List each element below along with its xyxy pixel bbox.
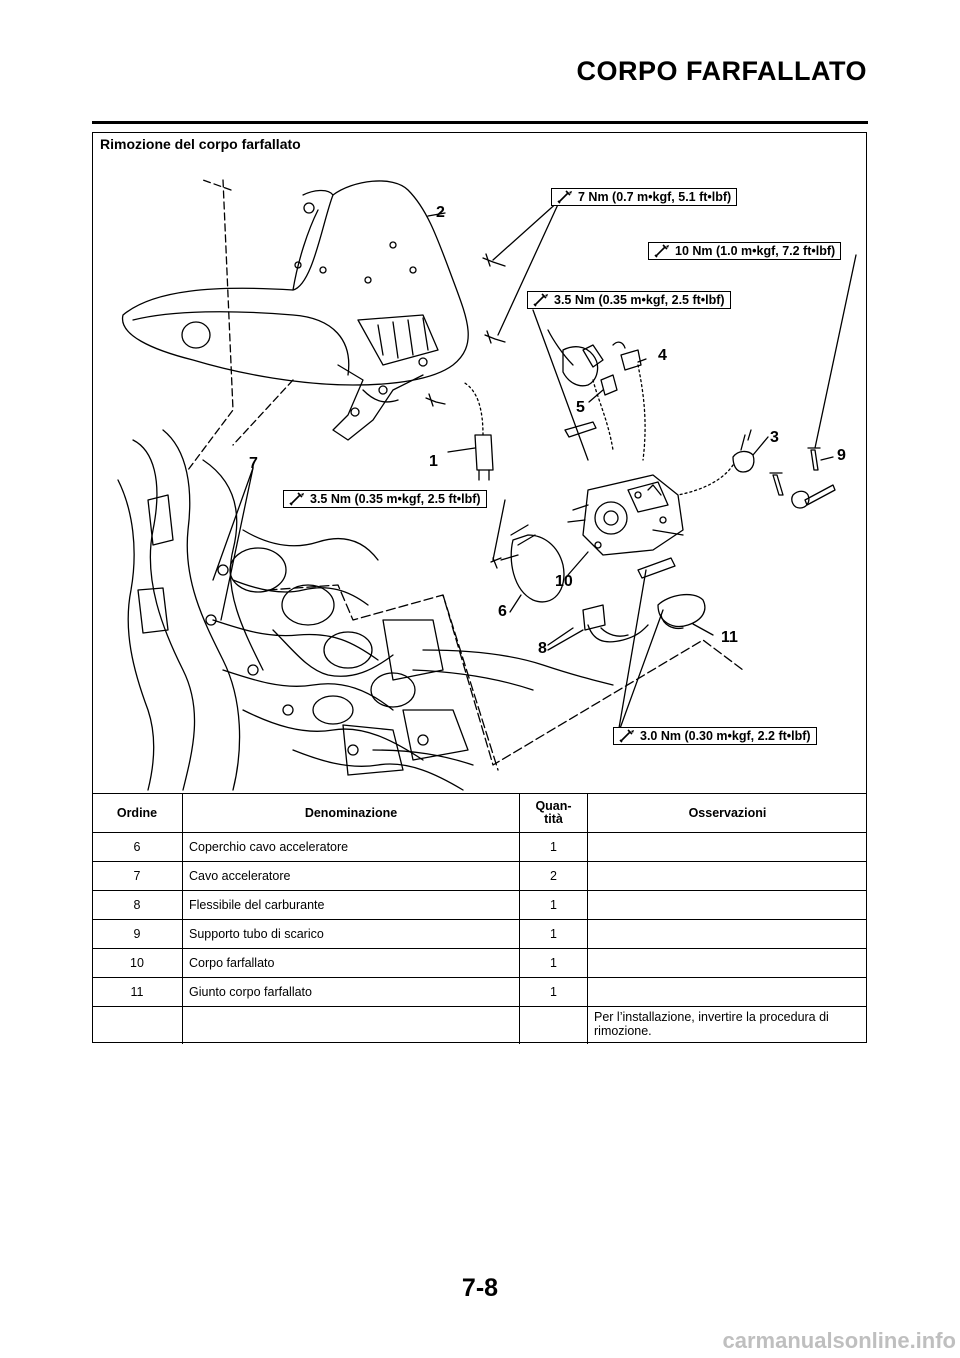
table-row: 9 Supporto tubo di scarico 1 (92, 919, 867, 949)
row-name: Corpo farfallato (182, 948, 520, 978)
torque-wrench-icon (533, 293, 548, 307)
row-qty: 1 (519, 832, 588, 862)
callout-7: 7 (249, 455, 258, 472)
row-name: Supporto tubo di scarico (182, 919, 520, 949)
page-number: 7-8 (461, 1274, 499, 1302)
page-title: CORPO FARFALLATO (576, 56, 867, 86)
torque-value: 3.0 Nm (0.30 m•kgf, 2.2 ft•lbf) (640, 729, 811, 743)
torque-label-3-5nm-upper: 3.5 Nm (0.35 m•kgf, 2.5 ft•lbf) (527, 291, 731, 309)
row-notes: Per l’installazione, invertire la proced… (588, 1007, 868, 1045)
row-notes (587, 919, 867, 949)
row-order: 8 (92, 890, 183, 920)
row-order: 11 (92, 977, 183, 1007)
callout-group: 1 2 3 4 5 6 7 8 9 10 11 (249, 204, 846, 657)
row-order (92, 1006, 183, 1044)
torque-wrench-icon (619, 729, 634, 743)
header-notes: Osservazioni (587, 793, 867, 833)
torque-wrench-icon (654, 244, 669, 258)
table-row: 10 Corpo farfallato 1 (92, 948, 867, 978)
table-header-row: Ordine Denominazione Quan-tità Osservazi… (92, 793, 867, 833)
torque-label-3-0nm: 3.0 Nm (0.30 m•kgf, 2.2 ft•lbf) (613, 727, 817, 745)
torque-label-10nm: 10 Nm (1.0 m•kgf, 7.2 ft•lbf) (648, 242, 842, 260)
installation-note: Per l’installazione, invertire la proced… (594, 1010, 829, 1038)
row-notes (587, 861, 867, 891)
table-row: 6 Coperchio cavo acceleratore 1 (92, 832, 867, 862)
row-notes (587, 890, 867, 920)
torque-wrench-icon (289, 492, 304, 506)
table-row: 7 Cavo acceleratore 2 (92, 861, 867, 891)
callout-8: 8 (538, 640, 547, 657)
header-name: Denominazione (182, 793, 520, 833)
header-qty: Quan-tità (519, 793, 588, 833)
row-name: Coperchio cavo acceleratore (182, 832, 520, 862)
parts-table: Ordine Denominazione Quan-tità Osservazi… (92, 793, 867, 1044)
row-order: 9 (92, 919, 183, 949)
table-row: Per l’installazione, invertire la proced… (92, 1006, 868, 1045)
row-order: 7 (92, 861, 183, 891)
torque-value: 7 Nm (0.7 m•kgf, 5.1 ft•lbf) (578, 190, 732, 204)
callout-3: 3 (770, 429, 779, 446)
header-order: Ordine (92, 793, 183, 833)
header-qty-line1: Quan- (535, 799, 572, 813)
section-title: Rimozione del corpo farfallato (100, 136, 301, 152)
callout-1: 1 (429, 453, 438, 470)
row-notes (587, 948, 867, 978)
watermark: carmanualsonline.info (722, 1328, 957, 1353)
torque-wrench-icon (557, 190, 572, 204)
callout-6: 6 (498, 603, 507, 620)
row-name: Giunto corpo farfallato (182, 977, 520, 1007)
row-name: Flessibile del carburante (182, 890, 520, 920)
callout-11: 11 (721, 629, 738, 646)
callout-5: 5 (576, 399, 585, 416)
exploded-diagram: 1 2 3 4 5 6 7 8 9 10 11 7 Nm (0.7 m•kgf,… (93, 150, 866, 793)
row-qty: 1 (519, 890, 588, 920)
row-name: Cavo acceleratore (182, 861, 520, 891)
torque-value: 3.5 Nm (0.35 m•kgf, 2.5 ft•lbf) (310, 492, 481, 506)
row-qty: 1 (519, 977, 588, 1007)
row-notes (587, 977, 867, 1007)
row-order: 6 (92, 832, 183, 862)
table-row: 11 Giunto corpo farfallato 1 (92, 977, 867, 1007)
diagram-svg: 1 2 3 4 5 6 7 8 9 10 11 (117, 179, 857, 791)
callout-9: 9 (837, 447, 846, 464)
torque-value: 10 Nm (1.0 m•kgf, 7.2 ft•lbf) (675, 244, 836, 258)
torque-label-7nm: 7 Nm (0.7 m•kgf, 5.1 ft•lbf) (551, 188, 738, 206)
callout-10: 10 (555, 573, 573, 590)
row-qty: 2 (519, 861, 588, 891)
callout-4: 4 (658, 347, 667, 364)
header-qty-line2: tità (544, 812, 563, 826)
row-qty: 1 (519, 919, 588, 949)
row-name (182, 1006, 520, 1044)
row-qty: 1 (519, 948, 588, 978)
title-rule (92, 121, 868, 124)
row-order: 10 (92, 948, 183, 978)
torque-label-3-5nm-lower: 3.5 Nm (0.35 m•kgf, 2.5 ft•lbf) (283, 490, 487, 508)
row-notes (587, 832, 867, 862)
torque-value: 3.5 Nm (0.35 m•kgf, 2.5 ft•lbf) (554, 293, 725, 307)
callout-2: 2 (436, 204, 445, 221)
row-qty (519, 1006, 588, 1044)
table-row: 8 Flessibile del carburante 1 (92, 890, 867, 920)
